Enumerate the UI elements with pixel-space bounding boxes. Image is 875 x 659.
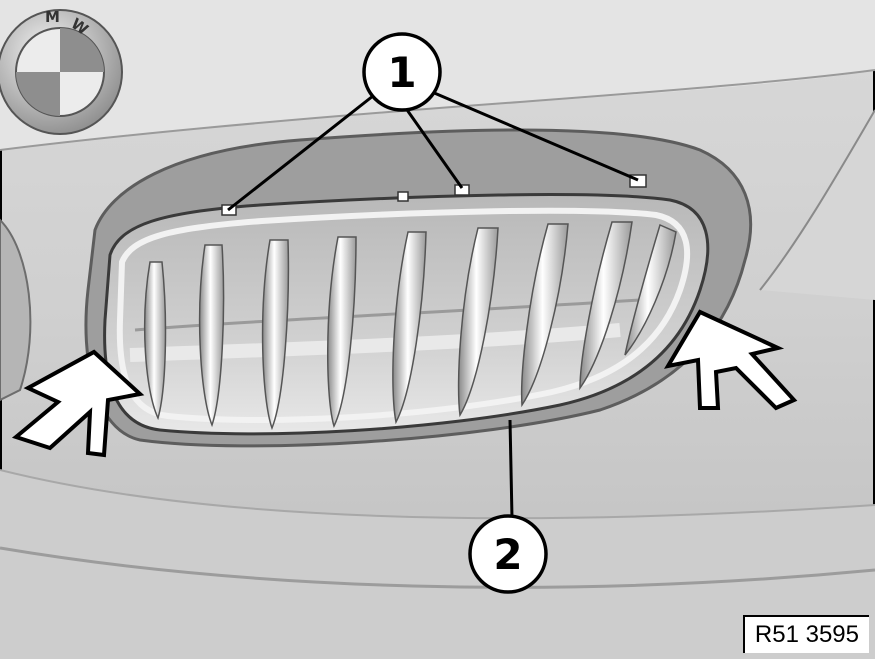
bumper-panel: [0, 470, 875, 659]
callout-1-leaders: [227, 90, 639, 212]
figure-reference-code: R51 3595: [742, 615, 869, 653]
callout-1-label: 1: [387, 48, 416, 97]
svg-text:M: M: [45, 8, 60, 26]
callout-2-label: 2: [493, 530, 522, 579]
callout-2: 2: [468, 514, 548, 594]
push-arrow-left: [11, 349, 145, 458]
callout-2-leader: [508, 419, 514, 519]
push-arrow-right: [663, 309, 798, 411]
grille-slats: [143, 221, 677, 431]
bmw-logo: W M: [0, 8, 123, 135]
headlight-edge: [0, 218, 32, 402]
callout-1: 1: [362, 32, 442, 112]
